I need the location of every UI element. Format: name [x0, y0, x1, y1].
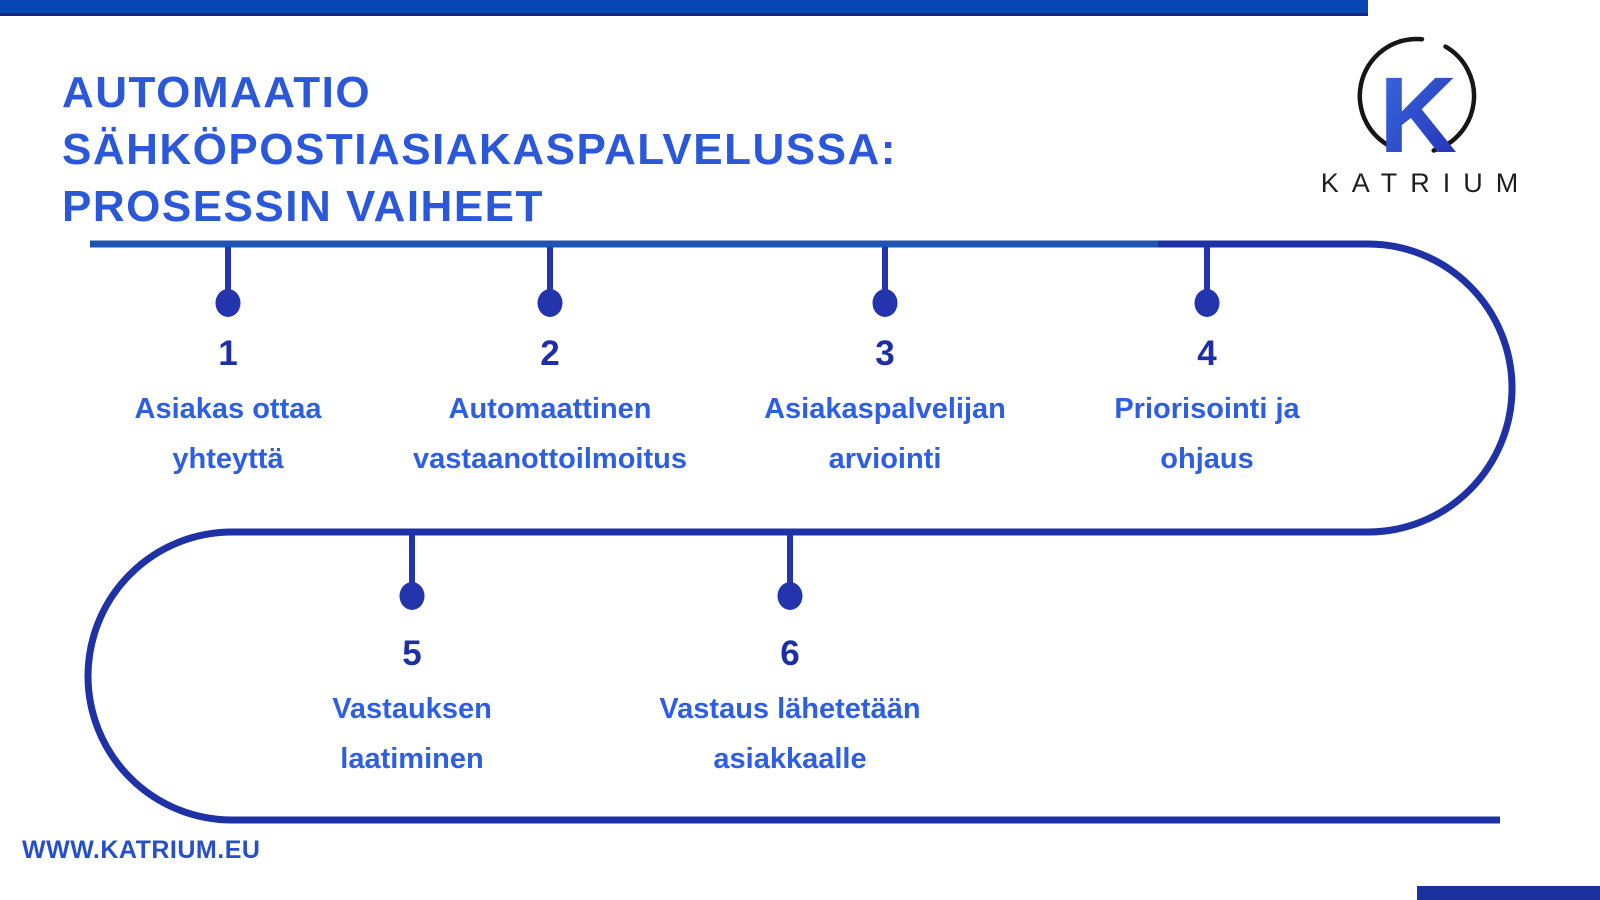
page-title-line-2: SÄHKÖPOSTIASIAKASPALVELUSSA:: [62, 125, 897, 174]
timeline-node-dot: [872, 289, 898, 317]
bottom-accent-bar: [1417, 886, 1600, 900]
step-label-line-1: Priorisointi ja: [1114, 393, 1300, 425]
page-title-line-3: PROSESSIN VAIHEET: [62, 182, 544, 231]
step-number: 1: [218, 334, 238, 373]
step-label-line-2: arviointi: [828, 443, 942, 475]
step-label-line-1: Asiakas ottaa: [134, 393, 322, 425]
timeline-node-stems-bottom: [409, 535, 793, 583]
page-title-line-1: AUTOMAATIO: [62, 68, 372, 117]
logo-ring-icon: [1357, 36, 1477, 153]
timeline-node-dot: [777, 582, 803, 610]
step-label-line-1: Automaattinen: [448, 393, 652, 425]
logo-k-monogram-icon: K: [1379, 54, 1457, 175]
logo-wordmark: KATRIUM: [1321, 168, 1532, 198]
step-label-line-2: vastaanottoilmoitus: [413, 443, 687, 475]
timeline-node-dot: [1194, 289, 1220, 317]
timeline-node-dot: [399, 582, 425, 610]
timeline-step-5: 5 Vastauksen laatiminen: [227, 634, 597, 784]
step-label-line-1: Asiakaspalvelijan: [764, 393, 1006, 425]
timeline-track-loop: [84, 240, 1516, 824]
step-label-line-2: ohjaus: [1160, 443, 1254, 475]
timeline-step-6: 6 Vastaus lähetetään asiakkaalle: [605, 634, 975, 784]
step-number: 4: [1197, 334, 1217, 373]
step-number: 6: [780, 634, 800, 673]
step-number: 5: [402, 634, 422, 673]
step-label-line-1: Vastauksen: [332, 693, 492, 725]
timeline-step-4: 4 Priorisointi ja ohjaus: [1022, 334, 1392, 484]
step-label-line-2: laatiminen: [340, 743, 484, 775]
timeline-step-2: 2 Automaattinen vastaanottoilmoitus: [365, 334, 735, 484]
timeline-step-3: 3 Asiakaspalvelijan arviointi: [700, 334, 1070, 484]
timeline-node-stems-top: [225, 247, 1210, 291]
timeline-step-1: 1 Asiakas ottaa yhteyttä: [43, 334, 413, 484]
timeline-node-dots-bottom: [399, 582, 803, 610]
timeline-node-dot: [537, 289, 563, 317]
step-number: 3: [875, 334, 895, 373]
step-label-line-1: Vastaus lähetetään: [659, 693, 921, 725]
timeline-node-dot: [215, 289, 241, 317]
step-number: 2: [540, 334, 560, 373]
step-label-line-2: yhteyttä: [172, 443, 284, 475]
timeline-node-dots-top: [215, 289, 1220, 317]
top-accent-bar: [0, 0, 1368, 16]
page-title: AUTOMAATIO SÄHKÖPOSTIASIAKASPALVELUSSA: …: [62, 64, 1042, 235]
step-label-line-2: asiakkaalle: [713, 743, 867, 775]
website-url: WWW.KATRIUM.EU: [22, 836, 261, 864]
katrium-logo: K KATRIUM: [1321, 36, 1532, 198]
